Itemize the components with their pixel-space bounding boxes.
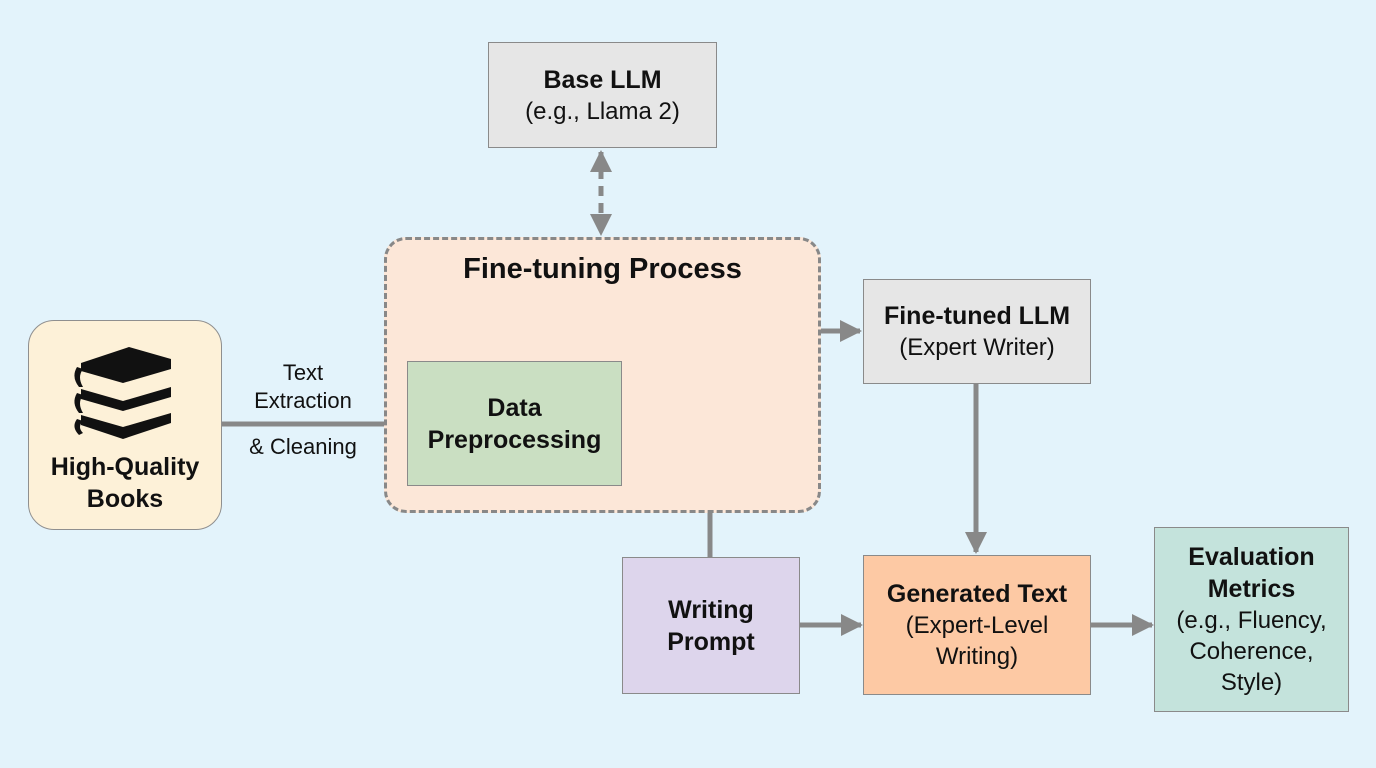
evaluation-subtitle-line2: Coherence, bbox=[1189, 638, 1314, 665]
books-title-line2: Books bbox=[86, 485, 164, 513]
prompt-title: Writing bbox=[668, 595, 754, 624]
prompt-title-line2: Prompt bbox=[667, 627, 755, 656]
node-high-quality-books[interactable]: High-Quality Books bbox=[28, 320, 222, 530]
books-stack-icon bbox=[74, 347, 171, 439]
evaluation-title-line2: Metrics bbox=[1207, 575, 1296, 603]
finetuned-llm-title: Fine-tuned LLM bbox=[883, 302, 1071, 330]
node-finetuned-llm[interactable]: Fine-tuned LLM (Expert Writer) bbox=[863, 279, 1091, 384]
extraction-label: Text Extraction & Cleaning bbox=[228, 360, 378, 460]
generated-subtitle-line2: Writing) bbox=[935, 643, 1019, 670]
evaluation-subtitle: (e.g., Fluency, bbox=[1176, 607, 1327, 634]
base-llm-title: Base LLM bbox=[543, 65, 662, 94]
extraction-label-line2: Extraction bbox=[254, 388, 352, 413]
extraction-label-line1: Text bbox=[282, 360, 324, 385]
generated-title: Generated Text bbox=[886, 580, 1068, 608]
base-llm-subtitle: (e.g., Llama 2) bbox=[525, 97, 680, 125]
finetuning-process-title: Fine-tuning Process bbox=[463, 253, 742, 285]
evaluation-title: Evaluation bbox=[1188, 543, 1315, 571]
evaluation-subtitle-line3: Style) bbox=[1220, 669, 1283, 696]
node-evaluation-metrics[interactable]: Evaluation Metrics (e.g., Fluency, Coher… bbox=[1154, 527, 1349, 712]
node-data-preprocessing[interactable]: Data Preprocessing bbox=[407, 361, 622, 486]
finetuned-llm-subtitle: (Expert Writer) bbox=[899, 334, 1055, 361]
extraction-label-line3: & Cleaning bbox=[249, 434, 357, 459]
node-base-llm[interactable]: Base LLM (e.g., Llama 2) bbox=[488, 42, 717, 148]
books-title: High-Quality bbox=[50, 453, 200, 481]
preprocessing-title: Data bbox=[487, 393, 542, 422]
node-writing-prompt[interactable]: Writing Prompt bbox=[622, 557, 800, 694]
preprocessing-title-line2: Preprocessing bbox=[427, 425, 602, 454]
node-generated-text[interactable]: Generated Text (Expert-Level Writing) bbox=[863, 555, 1091, 695]
generated-subtitle: (Expert-Level bbox=[905, 612, 1049, 639]
